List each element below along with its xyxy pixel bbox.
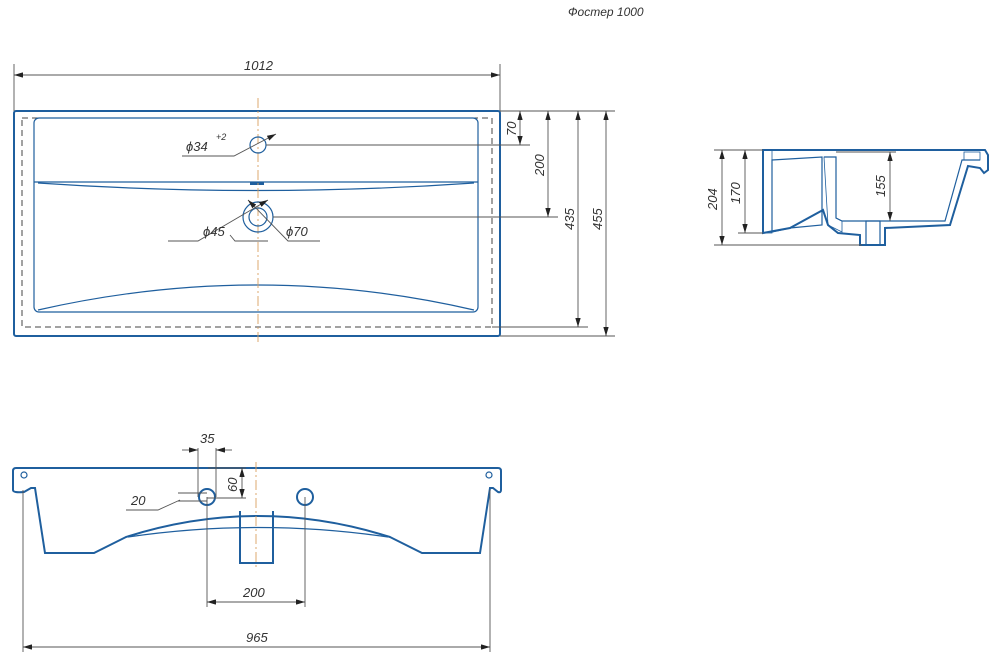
- drawing-title: Фостер 1000: [568, 5, 644, 19]
- dim-drain-outer: ϕ70: [286, 224, 308, 239]
- dim-mount-width: 965: [246, 630, 268, 645]
- dim-drain-inner: ϕ45: [203, 224, 225, 239]
- dim-hole-size: 20: [130, 493, 146, 508]
- dim-drain-offset: 200: [532, 154, 547, 177]
- front-view: 35 60 20 200 965: [12, 431, 502, 652]
- basin-outline: [13, 110, 501, 337]
- side-section: 204 170 155: [705, 149, 989, 246]
- drain-pipe: [239, 511, 274, 564]
- dim-total-height: 204: [705, 188, 720, 211]
- dim-width: 1012: [244, 58, 274, 73]
- dim-inner-depth: 435: [562, 208, 577, 230]
- dim-hole-offset: 60: [225, 477, 240, 492]
- drain-inner: [248, 207, 268, 227]
- dim-overflow-offset: 70: [504, 121, 519, 136]
- section-outline: [762, 149, 989, 246]
- dim-overflow-diameter: ϕ34: [186, 139, 208, 154]
- bowl-slope: [37, 284, 475, 311]
- dim-bowl-depth: 155: [873, 175, 888, 197]
- dim-hole-distance: 200: [242, 585, 265, 600]
- dim-overflow-tolerance: +2: [216, 132, 226, 142]
- dim-total-depth: 455: [590, 208, 605, 230]
- top-view: 1012 ϕ34 +2 ϕ45 ϕ70 70 200 435 455: [13, 58, 615, 342]
- bowl-outline: [33, 117, 479, 313]
- front-outline: [12, 467, 502, 554]
- dim-hole-spacing: 35: [200, 431, 215, 446]
- dim-body-height: 170: [728, 182, 743, 204]
- mounting-outline: [21, 117, 493, 328]
